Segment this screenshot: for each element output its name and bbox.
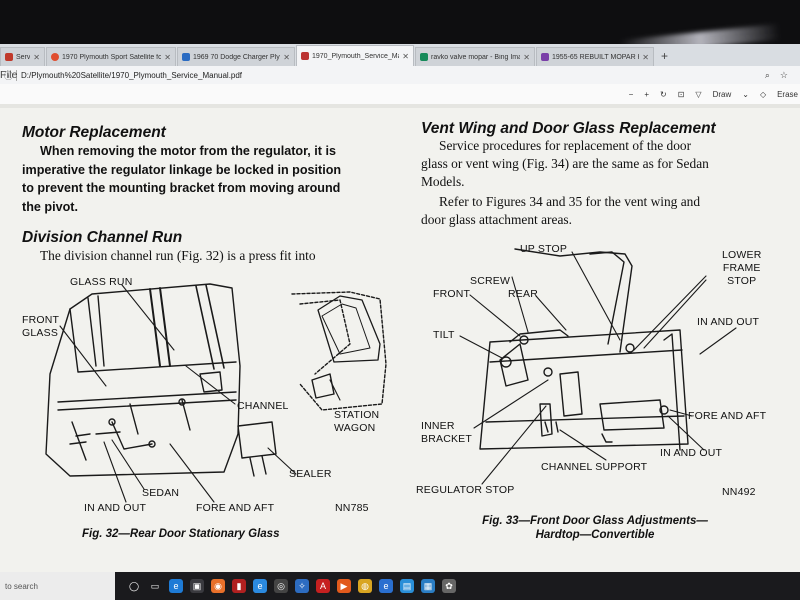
chrome-icon[interactable]: ◍	[358, 579, 372, 593]
close-tab-icon[interactable]: ✕	[402, 51, 409, 61]
division-channel-heading: Division Channel Run	[22, 229, 183, 246]
fit-page-icon[interactable]: ⊡	[677, 89, 685, 99]
inner-bracket-label: INNER BRACKET	[421, 420, 472, 445]
files-icon[interactable]: ▤	[400, 579, 414, 593]
info-icon[interactable]: ⓘ	[4, 70, 14, 81]
vent-wing-text: Service procedures for replacement of th…	[421, 138, 709, 189]
settings-icon[interactable]: ✿	[442, 579, 456, 593]
tilt-label: TILT	[433, 329, 455, 341]
start-circle-icon[interactable]: ◯	[127, 579, 141, 593]
network-icon[interactable]: ✧	[295, 579, 309, 593]
sealer-label: SEALER	[289, 468, 332, 480]
browser-tab-strip: Service_Manua ✕ 1970 Plymouth Sport Sate…	[0, 44, 800, 66]
camera-icon[interactable]: ◎	[274, 579, 288, 593]
site-favicon-icon	[541, 53, 549, 61]
taskbar-search-box[interactable]: to search	[0, 572, 115, 600]
channel-label: CHANNEL	[237, 400, 289, 412]
tool-icon[interactable]: ▦	[421, 579, 435, 593]
favorite-star-icon[interactable]: ☆	[779, 69, 788, 80]
front-label: FRONT	[433, 288, 471, 300]
sealer-bracket-drawing	[237, 421, 277, 477]
close-tab-icon[interactable]: ✕	[642, 52, 649, 62]
station-wagon-label: STATION WAGON	[334, 409, 380, 434]
close-tab-icon[interactable]: ✕	[164, 52, 171, 62]
erase-button[interactable]: Erase	[777, 89, 798, 99]
explorer-icon[interactable]: e	[379, 579, 393, 593]
tab-bing-images[interactable]: ravko valve mopar - Bing Image ✕	[415, 47, 535, 66]
new-tab-icon[interactable]: +	[661, 49, 669, 63]
tab-service-manual-active[interactable]: 1970_Plymouth_Service_Manual ✕	[296, 45, 414, 66]
fore-and-aft-label: FORE AND AFT	[196, 502, 275, 514]
front-glass-label: FRONT GLASS	[22, 314, 60, 339]
rear-label: REAR	[508, 288, 538, 300]
leader-lines	[59, 251, 737, 503]
front-door-hardtop-drawing	[479, 248, 689, 451]
in-and-out-top-label: IN AND OUT	[697, 316, 760, 328]
close-tab-icon[interactable]: ✕	[523, 52, 530, 62]
rotate-icon[interactable]: ↻	[660, 89, 667, 99]
edge-icon[interactable]: e	[169, 579, 183, 593]
glass-run-label: GLASS RUN	[70, 276, 133, 288]
motor-replacement-heading: Motor Replacement	[22, 124, 166, 141]
figure-33-caption: Fig. 33—Front Door Glass Adjustments— Ha…	[482, 515, 708, 541]
site-favicon-icon	[51, 53, 59, 61]
figure-32-caption: Fig. 32—Rear Door Stationary Glass	[82, 528, 280, 540]
scheme-label: File	[0, 69, 18, 81]
address-bar: ⓘ File D:/Plymouth%20Satellite/1970_Plym…	[0, 66, 800, 84]
in-and-out-bottom-label: IN AND OUT	[660, 447, 723, 459]
fore-and-aft-label-right: FORE AND AFT	[688, 410, 767, 422]
door-diagrams	[45, 248, 737, 503]
page-edge	[0, 104, 800, 108]
media-player-icon[interactable]: ▶	[337, 579, 351, 593]
lower-frame-stop-label: LOWER FRAME STOP	[722, 249, 762, 287]
figure-code-nn785: NN785	[335, 502, 369, 514]
regulator-stop-label: REGULATOR STOP	[416, 484, 515, 496]
division-channel-text: The division channel run (Fig. 32) is a …	[40, 248, 316, 263]
chevron-down-icon[interactable]: ⌄	[742, 89, 749, 99]
edge-legacy-icon[interactable]: e	[253, 579, 267, 593]
bing-favicon-icon	[420, 53, 428, 61]
sedan-label: SEDAN	[142, 487, 180, 499]
taskbar-icons: ◯ ▭ e ▣ ◉ ▮ e ◎ ✧ A ▶ ◍ e ▤ ▦ ✿	[127, 579, 456, 593]
vent-wing-heading: Vent Wing and Door Glass Replacement	[421, 120, 716, 137]
draw-button[interactable]: Draw	[712, 89, 732, 99]
zoom-icon[interactable]: ⌕	[764, 69, 770, 80]
channel-support-label: CHANNEL SUPPORT	[541, 461, 648, 473]
draw-dropdown-icon[interactable]: ▽	[695, 89, 702, 99]
pdf-toolbar: − + ↻ ⊡ ▽ Draw ⌄ ◇ Erase	[0, 84, 800, 105]
url-field[interactable]: D:/Plymouth%20Satellite/1970_Plymouth_Se…	[21, 70, 243, 80]
store-icon[interactable]: ▣	[190, 579, 204, 593]
pdf-favicon-icon	[301, 52, 309, 60]
close-tab-icon[interactable]: ✕	[33, 52, 40, 62]
station-wagon-glass-drawing	[311, 295, 381, 399]
firefox-icon[interactable]: ◉	[211, 579, 225, 593]
tab-heater-valve[interactable]: 1955-65 REBUILT MOPAR HEATE ✕	[536, 47, 654, 66]
pdf-favicon-icon	[5, 53, 13, 61]
tab-dodge-charger[interactable]: 1969 70 Dodge Charger Plymo ✕	[177, 47, 295, 66]
eraser-icon[interactable]: ◇	[759, 89, 767, 99]
acrobat-icon[interactable]: A	[316, 579, 330, 593]
tab-service-manual[interactable]: Service_Manua ✕	[0, 47, 45, 66]
in-and-out-label: IN AND OUT	[84, 502, 147, 514]
site-favicon-icon	[182, 53, 190, 61]
refer-figures-text: Refer to Figures 34 and 35 for the vent …	[421, 194, 701, 227]
screw-label: SCREW	[470, 275, 511, 287]
zoom-in-icon[interactable]: +	[644, 89, 649, 99]
address-divider	[16, 69, 18, 81]
rear-door-sedan-drawing	[45, 283, 241, 477]
media-icon[interactable]: ▮	[232, 579, 246, 593]
zoom-out-icon[interactable]: −	[628, 89, 634, 99]
tab-sport-satellite[interactable]: 1970 Plymouth Sport Satellite fo ✕	[46, 47, 176, 66]
figure-code-nn492: NN492	[722, 486, 756, 498]
close-tab-icon[interactable]: ✕	[283, 52, 290, 62]
windows-taskbar: to search ◯ ▭ e ▣ ◉ ▮ e ◎ ✧ A ▶ ◍ e ▤ ▦ ✿	[0, 572, 800, 600]
task-view-icon[interactable]: ▭	[148, 579, 162, 593]
up-stop-label: UP STOP	[520, 243, 568, 255]
pdf-page: Motor Replacement When removing the moto…	[0, 104, 800, 572]
motor-replacement-text: When removing the motor from the regulat…	[22, 144, 342, 214]
